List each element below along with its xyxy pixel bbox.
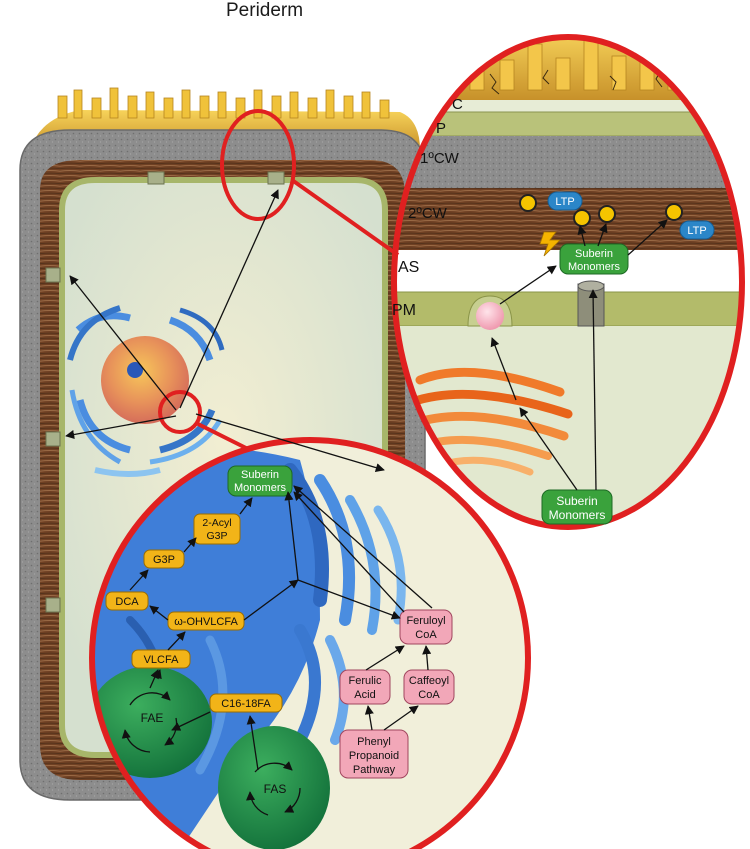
- lightning-icon: [539, 231, 561, 257]
- nucleus: [101, 336, 189, 424]
- suberin-node-cytosol-line1: Suberin: [556, 494, 597, 508]
- label-secondary-cell-wall: 2ºCW: [408, 205, 448, 222]
- fae-complex: [92, 666, 212, 778]
- nucleolus: [127, 362, 143, 378]
- suberin-node-wall-line2: Monomers: [568, 261, 620, 273]
- suberin-node-wall-line1: Suberin: [575, 248, 613, 260]
- fas-label: FAS: [264, 782, 287, 796]
- page-title: Periderm: [226, 0, 304, 21]
- orange-pathway: Suberin Monomers 2-Acyl G3P G3P DCA ω-OH…: [105, 465, 293, 713]
- biosynthesis-zoom-bubble: FAE FAS Suberin Monomers 2-Acyl G3P G3P …: [89, 437, 531, 849]
- pathway-arrows: [129, 485, 433, 771]
- label-apoplastic-space: AS: [398, 259, 419, 276]
- suberin-node-er-line2: Monomers: [234, 482, 286, 494]
- acyl-g3p-line1: 2-Acyl: [202, 517, 231, 529]
- fae-label: FAE: [141, 711, 164, 725]
- ltp-label-2: LTP: [687, 225, 706, 237]
- nucleus-er-complex: [67, 305, 225, 477]
- vlcfa-node: VLCFA: [144, 654, 180, 666]
- ferulic-acid-line2: Acid: [354, 689, 375, 701]
- label-plasma-membrane: PM: [392, 302, 416, 319]
- fas-complex: [218, 726, 330, 849]
- phenylpropanoid-line3: Pathway: [353, 764, 396, 776]
- phenylpropanoid-line1: Phenyl: [357, 736, 391, 748]
- feruloyl-coa-line2: CoA: [415, 629, 437, 641]
- ohvlcfa-node: ω-OHVLCFA: [174, 616, 238, 628]
- wall-zoom-bubble: C P 1ºCW 2ºCW AS PM LTP LTP Suberin Mono…: [391, 34, 745, 530]
- dca-node: DCA: [115, 596, 139, 608]
- caffeoyl-coa-line1: Caffeoyl: [409, 675, 449, 687]
- suberin-node-cytosol-line2: Monomers: [549, 508, 606, 522]
- acyl-g3p-line2: G3P: [206, 530, 227, 542]
- ltp-label-1: LTP: [555, 196, 574, 208]
- ferulic-acid-line1: Ferulic: [348, 675, 382, 687]
- suberin-node-er-line1: Suberin: [241, 469, 279, 481]
- zoom-indicators: [65, 109, 400, 473]
- label-primary: P: [436, 120, 446, 137]
- c16-18fa-node: C16-18FA: [221, 698, 271, 710]
- vesicle: [476, 302, 504, 330]
- label-primary-cell-wall: 1ºCW: [420, 150, 460, 167]
- phenylpropanoid-pathway: Feruloyl CoA Ferulic Acid Caffeoyl CoA P…: [339, 609, 455, 779]
- g3p-node: G3P: [153, 554, 175, 566]
- wall-arrows: [490, 219, 668, 491]
- label-cuticle: C: [452, 96, 463, 113]
- feruloyl-coa-line1: Feruloyl: [406, 615, 445, 627]
- cycle-arrows: [121, 691, 301, 816]
- caffeoyl-coa-line2: CoA: [418, 689, 440, 701]
- phenylpropanoid-line2: Propanoid: [349, 750, 399, 762]
